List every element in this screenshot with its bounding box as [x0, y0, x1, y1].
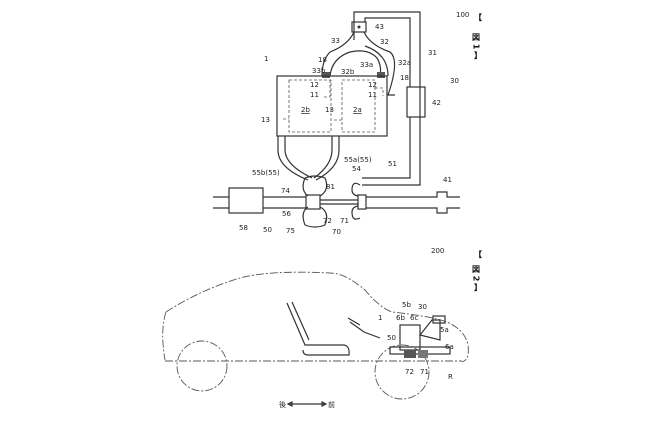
ref-label: 100	[456, 11, 469, 19]
figure-2: 200 1 6b 6c 5b 30 5a 50 6a 72 71 R 後 前 【…	[162, 247, 483, 409]
valve-43	[351, 21, 367, 33]
compressor-wheel	[357, 194, 367, 210]
ref-label: 74	[281, 187, 290, 195]
chamber-2a	[341, 79, 376, 133]
ref-label: 31	[428, 49, 437, 57]
svg-text:【: 【	[474, 12, 482, 22]
figure-1: 100 43 33 32 31 18 33b 32b 33a 32a 18 1 …	[213, 11, 482, 236]
ref-label: 5b	[402, 301, 411, 309]
ref-label: 30	[450, 77, 459, 85]
pipe-33	[321, 31, 355, 77]
seal-18	[377, 72, 385, 78]
ref-label: 13	[325, 106, 334, 114]
seal-18	[322, 72, 330, 78]
front-wheel	[176, 340, 228, 392]
ref-label: 33b	[312, 67, 326, 75]
ref-label: 50	[263, 226, 272, 234]
ref-label: 6b	[396, 314, 405, 322]
ref-label: 71	[340, 217, 349, 225]
ref-label: 12	[368, 81, 377, 89]
turbine-75	[302, 175, 328, 228]
ref-label: 55a(55)	[344, 156, 372, 164]
pipe-55a	[313, 136, 340, 181]
ref-label: 41	[443, 176, 452, 184]
ref-label: 58	[239, 224, 248, 232]
fig1-labels: 100 43 33 32 31 18 33b 32b 33a 32a 18 1 …	[239, 11, 469, 236]
ref-label: 1	[264, 55, 268, 63]
ref-label: 11	[310, 91, 319, 99]
intake-pipe	[366, 191, 460, 214]
component-58	[228, 187, 264, 214]
ref-label: 32a	[398, 59, 411, 67]
seat	[286, 301, 350, 356]
ref-label: 13	[261, 116, 270, 124]
pipe-55b	[277, 136, 313, 181]
fig2-labels: 200 1 6b 6c 5b 30 5a 50 6a 72 71 R 後 前	[279, 247, 454, 409]
ref-label: 71	[420, 368, 429, 376]
ref-label: 33a	[360, 61, 373, 69]
ref-label: 200	[431, 247, 444, 255]
ref-label: 72	[405, 368, 414, 376]
shaft-72	[320, 199, 358, 205]
ref-label: 18	[318, 56, 327, 64]
ref-label: 43	[375, 23, 384, 31]
ref-label: 32b	[341, 68, 355, 76]
ref-label: 54	[352, 165, 361, 173]
pipe-31-inner	[362, 17, 411, 179]
ref-label: 5a	[440, 326, 449, 334]
direction-front-label: 前	[328, 400, 335, 409]
ref-label: 1	[378, 314, 382, 322]
ref-label: 55b(55)	[252, 169, 280, 177]
ref-label: 50	[387, 334, 396, 342]
turbine-wheel-74	[305, 194, 321, 210]
svg-text:図 1: 図 1	[472, 33, 481, 50]
pipe-31	[353, 11, 421, 186]
ref-label: 33	[331, 37, 340, 45]
direction-rear-label: 後	[279, 400, 286, 409]
pipe-33b	[329, 50, 382, 77]
engine-unit-1	[389, 315, 451, 358]
rear-wheel	[374, 344, 430, 400]
ref-label: 11	[368, 91, 377, 99]
component-42	[406, 86, 426, 118]
ref-label: 75	[286, 227, 295, 235]
car-body-outline	[162, 271, 469, 363]
svg-text:】: 】	[474, 282, 482, 292]
ref-label: 51	[388, 160, 397, 168]
ref-label: 70	[332, 228, 341, 236]
figure-2-title: 【 図 2 】	[472, 249, 483, 292]
ref-label: 12	[310, 81, 319, 89]
ref-label: 42	[432, 99, 441, 107]
chamber-2b	[288, 79, 332, 133]
direction-arrow	[286, 401, 328, 407]
ref-label: 81	[326, 183, 335, 191]
ref-label: 32	[380, 38, 389, 46]
svg-text:【: 【	[474, 249, 482, 259]
ref-label: 2b	[301, 106, 310, 114]
ref-label: R	[448, 373, 453, 381]
ref-label: 6c	[410, 314, 418, 322]
svg-text:図 2: 図 2	[472, 265, 481, 281]
ref-label: 18	[400, 74, 409, 82]
figure-1-title: 【 図 1 】	[472, 12, 483, 60]
svg-text:】: 】	[474, 50, 482, 60]
ref-label: 2a	[353, 106, 362, 114]
steering-wheel	[347, 317, 381, 339]
ref-label: 72	[323, 217, 332, 225]
exhaust-pipe-56	[213, 196, 306, 209]
ref-label: 6a	[445, 343, 454, 351]
pipe-32	[363, 31, 396, 96]
ref-label: 30	[418, 303, 427, 311]
ref-label: 56	[282, 210, 291, 218]
compressor-71	[351, 182, 361, 220]
